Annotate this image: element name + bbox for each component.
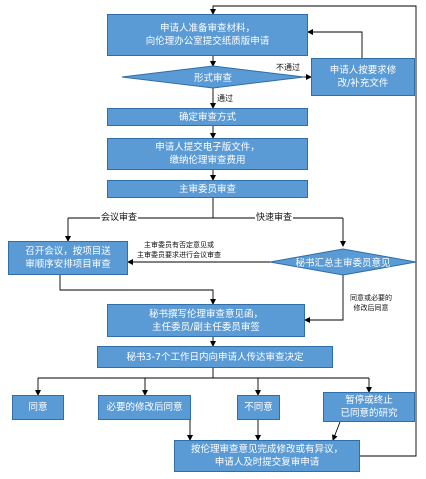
edge-suspend-to-appeal <box>332 421 341 441</box>
outcome-approve-box: 同意 <box>12 395 64 420</box>
convene-meeting-box: 召开会议，按项目送 审顺序安排项目审查 <box>8 241 128 275</box>
submit-electronic-box: 申请人提交电子版文件， 缴纳伦理审查费用 <box>107 138 308 170</box>
meeting-review-label: 会议审查 <box>100 213 139 223</box>
formal-review-diamond <box>121 65 305 89</box>
edge-revise-to-submit <box>307 29 363 58</box>
fail-label: 不通过 <box>276 63 300 72</box>
appeal-box: 按伦理审查意见完成修改或有异议， 申请人及时提交复审申请 <box>174 440 360 472</box>
edge-appeal-loop-back <box>210 5 417 457</box>
secretary-draft-box: 秘书撰写伦理审查意见函， 主任委员/副主任委员审签 <box>107 304 305 337</box>
outcome-disapprove-box: 不同意 <box>237 395 280 420</box>
objection-to-meeting-label: 主审委员有否定意见或 主审委员要求进行会议审查 <box>137 241 221 259</box>
outcome-approve-after-revision-box: 必要的修改后同意 <box>98 395 191 420</box>
outcome-suspend-box: 暂停或终止 已同意的研究 <box>323 392 415 422</box>
chief-reviewer-box: 主审委员审查 <box>107 180 308 198</box>
revise-supplement-box: 申请人按要求修 改/补充文件 <box>311 58 415 96</box>
secretary-summarize-diamond <box>269 248 417 276</box>
secretary-summarize-label: 秘书汇总主审委员意见 <box>295 258 391 269</box>
agree-or-revise-label: 同意或必要的 修改后同意 <box>350 294 392 312</box>
expedited-review-label: 快速审查 <box>255 213 294 223</box>
submit-materials-box: 申请人准备审查材料， 向伦理办公室提交纸质版申请 <box>107 14 308 56</box>
pass-label: 通过 <box>217 94 233 103</box>
formal-review-label: 形式审查 <box>193 73 232 84</box>
edge-meeting-to-draft <box>59 275 216 305</box>
edge-summarize-to-draft <box>304 275 344 323</box>
determine-method-box: 确定审查方式 <box>107 108 308 126</box>
secretary-transmit-box: 秘书3-7个工作日内向申请人传达审查决定 <box>97 346 333 368</box>
